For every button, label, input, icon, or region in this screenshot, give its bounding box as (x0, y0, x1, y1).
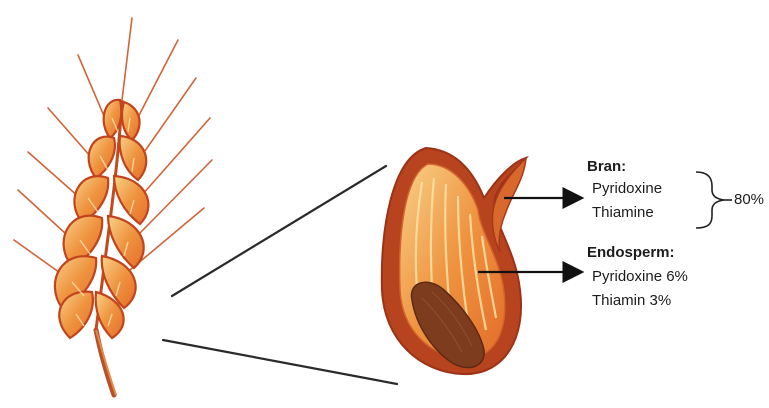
zoom-lines (163, 166, 397, 384)
wheat-spikelets (55, 100, 148, 338)
bran-item-pyridoxine: Pyridoxine (592, 180, 662, 198)
wheat-ear-illustration (14, 18, 212, 395)
bran-item-thiamine: Thiamine (592, 204, 654, 222)
bran-title: Bran: (587, 158, 626, 176)
bran-total-percent: 80% (734, 191, 764, 209)
zoom-line-upper (172, 166, 386, 296)
wheat-kernel-illustration (382, 148, 526, 374)
zoom-line-lower (163, 340, 397, 384)
bran-brace (696, 172, 724, 228)
endosperm-item-pyridoxine: Pyridoxine 6% (592, 268, 688, 286)
endosperm-title: Endosperm: (587, 244, 675, 262)
endosperm-item-thiamin: Thiamin 3% (592, 292, 671, 310)
